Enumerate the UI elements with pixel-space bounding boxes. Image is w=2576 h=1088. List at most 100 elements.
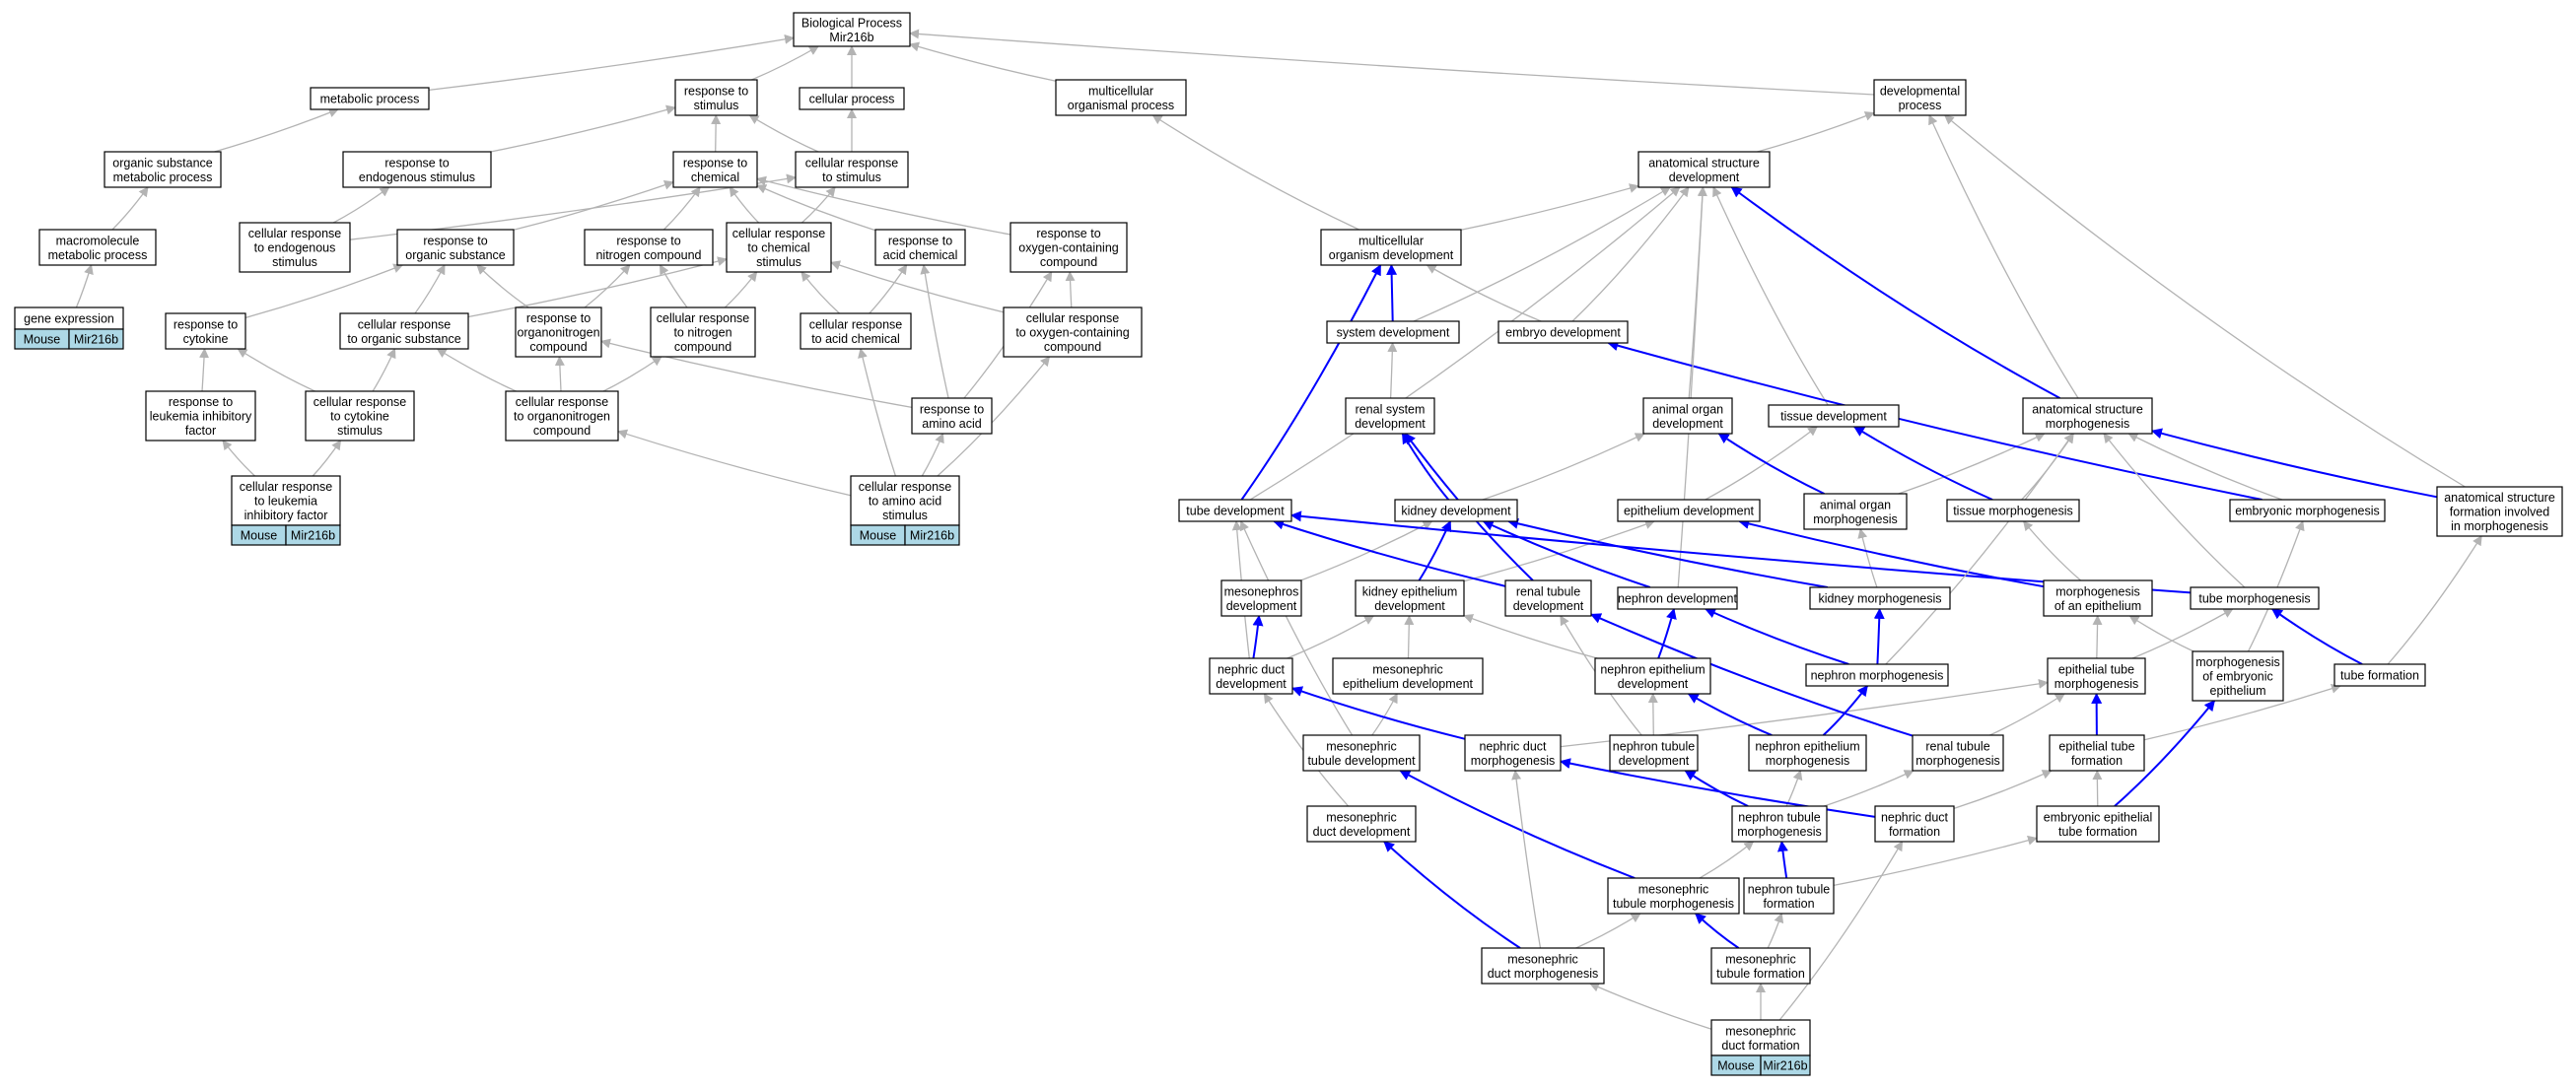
node-label-line: tubule morphogenesis: [1613, 897, 1734, 911]
node-tube-formation[interactable]: tube formation: [2333, 663, 2426, 687]
node-epithelium-development[interactable]: epithelium development: [1617, 499, 1761, 522]
edge-anat_form-to-anat_morph: [2150, 428, 2438, 499]
edge-nephron_dev-to-kidney_dev: [1482, 520, 1651, 588]
node-tissue-development[interactable]: tissue development: [1768, 404, 1900, 428]
node-label-line: response to: [920, 402, 984, 416]
node-label-line: nephron tubule: [1738, 810, 1820, 824]
edge-kidney_dev-to-animal_organ_dev: [1482, 433, 1645, 501]
edge-epi_tube_morph-to-morph_epi: [2092, 615, 2103, 659]
node-nephron-morphogenesis[interactable]: nephron morphogenesis: [1805, 663, 1949, 687]
node-label-line: metabolic process: [48, 248, 148, 262]
node-label-line: cellular response: [516, 395, 609, 409]
edge-anat_morph-to-dev_proc: [1928, 114, 2079, 399]
node-metabolic-process[interactable]: metabolic process: [310, 87, 430, 110]
node-box: [650, 306, 756, 358]
node-tube-morphogenesis[interactable]: tube morphogenesis: [2190, 586, 2320, 610]
node-embryo-development[interactable]: embryo development: [1497, 320, 1629, 344]
node-cellular-process[interactable]: cellular process: [799, 87, 905, 110]
node-box: [800, 312, 912, 350]
node-box: [2022, 397, 2153, 435]
node-box: [342, 151, 492, 188]
edge-anat_morph-to-anat_dev: [1730, 186, 2060, 399]
node-label-line: nephron development: [1618, 592, 1737, 606]
node-box: [911, 397, 993, 435]
node-box: [1326, 320, 1460, 344]
node-system-development[interactable]: system development: [1326, 320, 1460, 344]
node-tube-development[interactable]: tube development: [1178, 499, 1292, 522]
node-tissue-morphogenesis[interactable]: tissue morphogenesis: [1946, 499, 2080, 522]
node-nephron-development[interactable]: nephron development: [1617, 586, 1738, 610]
node-box: [1642, 397, 1733, 435]
node-kidney-morphogenesis[interactable]: kidney morphogenesis: [1809, 586, 1951, 610]
node-embryonic-morphogenesis[interactable]: embryonic morphogenesis: [2229, 499, 2386, 522]
edge-tube_dev-to-multi_dev: [1240, 264, 1382, 501]
node-label-line: nitrogen compound: [595, 248, 701, 262]
tag-mouse: Mouse: [1717, 1059, 1755, 1073]
node-kidney-development[interactable]: kidney development: [1394, 499, 1518, 522]
node-label-line: morphogenesis: [2054, 677, 2138, 691]
edge-cell_resp_org-to-resp_org_sub: [414, 264, 446, 314]
node-label-line: nephron tubule: [1748, 882, 1830, 896]
edge-cell_resp_endo-to-resp_endo: [332, 186, 390, 224]
